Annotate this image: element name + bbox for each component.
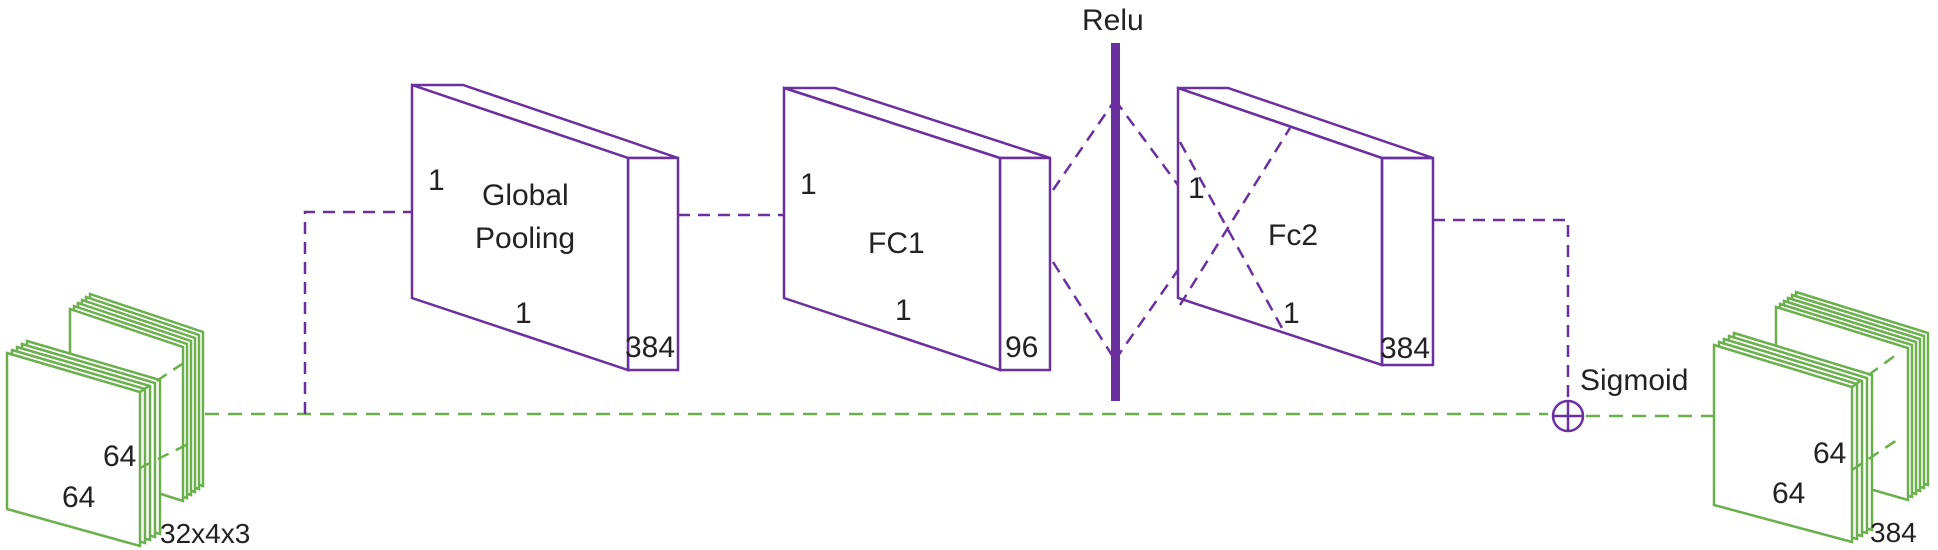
pooling-depth-label: 384 xyxy=(625,331,675,364)
fc1-title: FC1 xyxy=(868,227,925,260)
output-front-layer xyxy=(1712,331,1874,544)
input-feature-stack xyxy=(5,292,205,548)
connector-relu-fc2-top xyxy=(1113,99,1180,186)
output-dashed-link-top xyxy=(1851,350,1901,389)
relu-label: Relu xyxy=(1082,4,1144,37)
pooling-height-label: 1 xyxy=(428,164,445,197)
connector-fc2-to-sigmoid xyxy=(1433,218,1570,402)
output-dashed-link-bottom xyxy=(1851,436,1901,472)
fc2-top-face xyxy=(1177,86,1434,160)
fc1-width-label: 1 xyxy=(895,294,912,327)
pooling-title-line2: Pooling xyxy=(475,222,575,255)
fc1-height-label: 1 xyxy=(800,168,817,201)
fc2-block xyxy=(1176,86,1435,367)
input-dashed-link-bottom xyxy=(139,442,189,470)
fc2-cross-line-2 xyxy=(1178,141,1284,329)
connector-relu-fc2-bottom xyxy=(1113,269,1180,361)
input-shape-label: 32x4x3 xyxy=(160,518,250,549)
input-height-label: 64 xyxy=(103,440,136,473)
connector-to-pooling xyxy=(303,210,505,414)
connector-fc1-relu-top xyxy=(1051,99,1117,191)
fc1-front-face xyxy=(782,86,1002,372)
connector-fc1-relu-bottom xyxy=(1051,261,1117,361)
fc2-depth-label: 384 xyxy=(1380,332,1430,365)
fc2-title: Fc2 xyxy=(1268,219,1318,252)
global-pooling-block xyxy=(410,83,680,372)
fc2-width-label: 1 xyxy=(1283,297,1300,330)
output-width-label: 64 xyxy=(1772,477,1805,510)
output-height-label: 64 xyxy=(1813,437,1846,470)
circle-plus-icon xyxy=(1551,399,1585,433)
sigmoid-label: Sigmoid xyxy=(1580,364,1688,397)
input-width-label: 64 xyxy=(62,481,95,514)
fc2-height-label: 1 xyxy=(1188,172,1205,205)
output-feature-stack xyxy=(1712,290,1930,544)
input-dashed-link-top xyxy=(139,358,189,394)
pooling-title-line1: Global xyxy=(482,179,569,212)
fc2-front-face xyxy=(1176,86,1384,367)
output-depth-label: 384 xyxy=(1870,517,1917,548)
relu-bar xyxy=(1111,43,1120,401)
pooling-width-label: 1 xyxy=(515,297,532,330)
input-front-layer xyxy=(5,339,162,548)
pooling-front-face xyxy=(410,83,630,372)
fc1-block xyxy=(782,86,1052,372)
fc1-depth-label: 96 xyxy=(1005,331,1038,364)
fc2-cross-line-1 xyxy=(1178,127,1292,306)
